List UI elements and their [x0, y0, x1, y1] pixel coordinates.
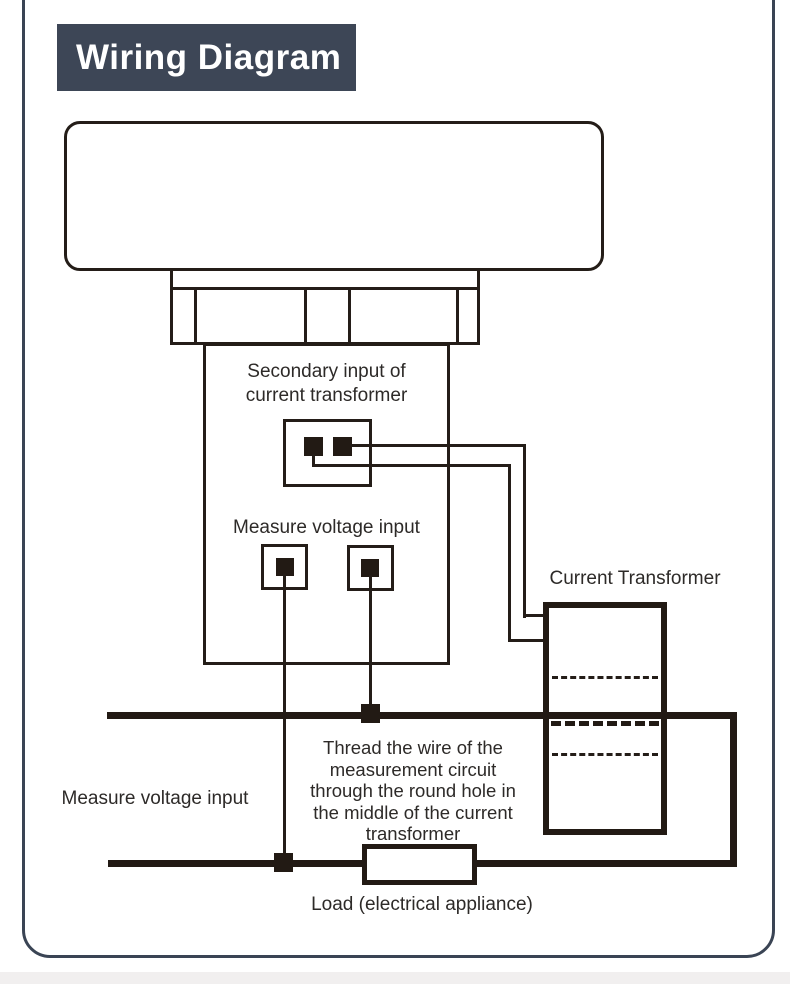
voltage-wire-right: [369, 575, 372, 715]
title-badge: Wiring Diagram: [57, 24, 356, 91]
terminal-divider-3: [348, 287, 351, 345]
main-wire-right: [730, 712, 737, 867]
junction-node-bottom: [274, 853, 293, 872]
ct-wire-lower-vertical: [508, 464, 511, 642]
wiring-panel: [203, 343, 450, 665]
main-wire-top: [107, 712, 737, 719]
secondary-terminal-box: [283, 419, 372, 487]
page-title: Wiring Diagram: [76, 37, 342, 77]
measure-voltage-outer-label: Measure voltage input: [61, 788, 249, 809]
thread-note: Thread the wire of the measurement circu…: [310, 737, 516, 844]
secondary-pin-right: [333, 437, 352, 456]
secondary-pin-left: [304, 437, 323, 456]
load-box: [362, 844, 477, 885]
ct-wire-upper-horizontal: [350, 444, 526, 447]
ct-wire-lower-entry: [508, 639, 549, 642]
measure-voltage-inner-label: Measure voltage input: [233, 517, 420, 538]
ct-dashed-line-middle: [551, 721, 659, 726]
ct-wire-upper-entry: [523, 614, 549, 617]
voltage-pin-right: [361, 559, 379, 577]
ct-wire-lower-horizontal: [312, 464, 511, 467]
meter-body: [64, 121, 604, 271]
junction-node-top: [361, 704, 380, 723]
ct-wire-lower-stub: [312, 454, 315, 467]
current-transformer-label: Current Transformer: [549, 568, 721, 589]
terminal-divider-4: [456, 287, 459, 345]
terminal-row-top-line: [170, 287, 480, 290]
connector-right-line: [477, 269, 480, 345]
page-frame: [22, 0, 775, 958]
ct-dashed-line-bottom: [552, 753, 658, 756]
ct-wire-upper-vertical: [523, 444, 526, 618]
terminal-divider-2: [304, 287, 307, 345]
connector-left-line: [170, 269, 173, 345]
ct-dashed-line-top: [552, 676, 658, 679]
bottom-strip: [0, 972, 790, 984]
voltage-wire-left: [283, 574, 286, 864]
voltage-pin-left: [276, 558, 294, 576]
secondary-input-label: Secondary input of current transformer: [245, 361, 408, 406]
load-label: Load (electrical appliance): [311, 894, 533, 915]
terminal-divider-1: [194, 287, 197, 345]
